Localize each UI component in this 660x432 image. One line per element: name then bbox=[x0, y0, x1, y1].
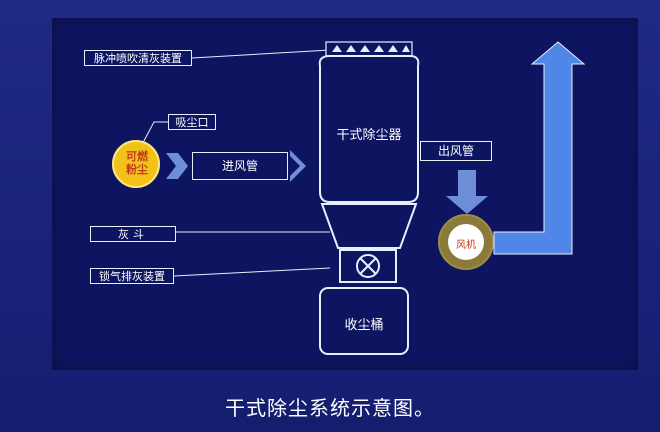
airlock-body bbox=[339, 249, 397, 283]
leader-line-pulse-jet bbox=[191, 49, 331, 59]
inlet-pipe-label: 进风管 bbox=[192, 152, 288, 180]
pulse-jet-label: 脉冲喷吹清灰装置 bbox=[84, 50, 192, 66]
dust-bin-body bbox=[319, 287, 409, 355]
airlock-valve-icon bbox=[356, 254, 380, 278]
airlock-label: 锁气排灰装置 bbox=[90, 268, 174, 284]
ash-hopper-body bbox=[320, 203, 418, 249]
inlet-arrow-head-icon bbox=[290, 150, 306, 182]
outlet-down-arrow-icon bbox=[446, 170, 488, 214]
combustible-dust-circle bbox=[112, 140, 160, 188]
fan-icon bbox=[448, 224, 484, 260]
suction-port-label: 吸尘口 bbox=[168, 114, 216, 130]
fan-label: 风机 bbox=[456, 240, 476, 251]
pulse-jet-pattern bbox=[332, 45, 410, 52]
ash-hopper-label: 灰斗 bbox=[90, 226, 176, 242]
collector-body bbox=[318, 55, 420, 203]
outlet-pipe-label: 出风管 bbox=[420, 141, 492, 161]
collector-label: 干式除尘器 bbox=[336, 128, 402, 143]
leader-line-airlock bbox=[173, 267, 331, 277]
combustible-dust-label: 可燃粉尘 bbox=[126, 150, 148, 176]
diagram-panel bbox=[52, 18, 638, 370]
exhaust-arrow-icon bbox=[493, 41, 586, 255]
inlet-arrow-icon bbox=[166, 153, 188, 179]
dust-bin-label: 收尘桶 bbox=[344, 318, 384, 333]
diagram-caption: 干式除尘系统示意图。 bbox=[225, 396, 435, 420]
